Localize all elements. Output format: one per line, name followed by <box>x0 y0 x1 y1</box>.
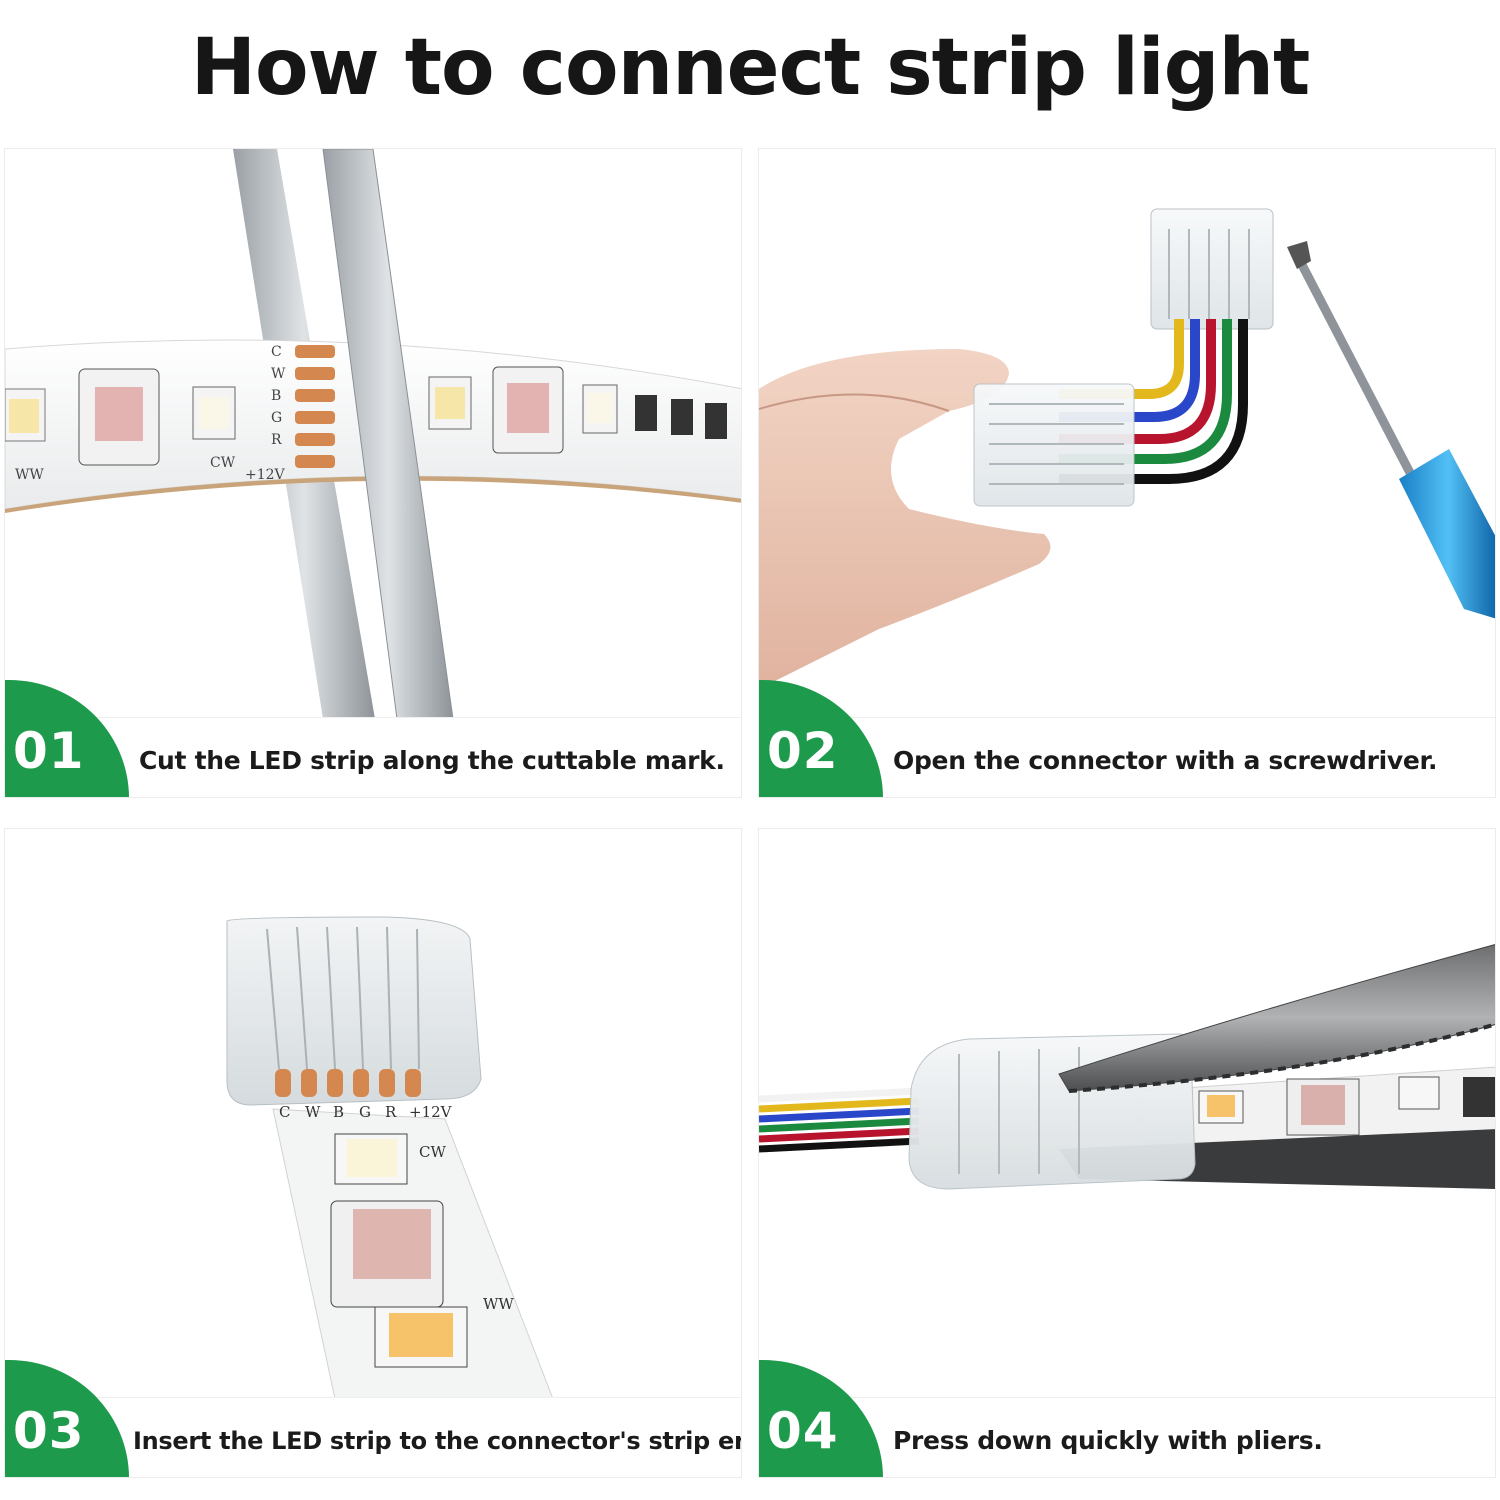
svg-text:G: G <box>271 410 282 426</box>
svg-text:B: B <box>333 1103 344 1121</box>
svg-text:B: B <box>271 388 281 404</box>
svg-text:CW: CW <box>210 455 236 471</box>
step-caption: Open the connector with a screwdriver. <box>893 746 1438 775</box>
scissors-cutting-strip-illustration: C W B G R +12V CW WW <box>5 149 741 719</box>
svg-text:+12V: +12V <box>245 467 286 483</box>
step-caption-bar: 01 Cut the LED strip along the cuttable … <box>5 680 741 797</box>
step-number: 01 <box>13 722 85 780</box>
step-caption-bar: 02 Open the connector with a screwdriver… <box>759 680 1495 797</box>
page-title: How to connect strip light <box>190 23 1311 113</box>
svg-text:G: G <box>359 1103 371 1121</box>
step-panel-04: 04 Press down quickly with pliers. <box>758 828 1496 1478</box>
step-badge: 02 <box>759 680 883 797</box>
screwdriver-shaft <box>1295 256 1425 497</box>
svg-text:WW: WW <box>483 1295 514 1313</box>
svg-text:W: W <box>271 366 286 382</box>
svg-text:C: C <box>279 1103 290 1121</box>
step-caption-bar: 04 Press down quickly with pliers. <box>759 1360 1495 1477</box>
svg-text:R: R <box>271 432 282 448</box>
svg-text:+12V: +12V <box>409 1103 453 1121</box>
screwdriver-and-connector-illustration <box>759 149 1495 719</box>
step-caption: Cut the LED strip along the cuttable mar… <box>139 746 725 775</box>
scissor-blade-front <box>322 149 454 719</box>
svg-text:R: R <box>385 1103 397 1121</box>
screwdriver-handle <box>1399 449 1495 619</box>
step-caption-bar: 03 Insert the LED strip to the connector… <box>5 1360 742 1477</box>
svg-text:CW: CW <box>419 1143 446 1161</box>
step-panel-02: 02 Open the connector with a screwdriver… <box>758 148 1496 798</box>
step-caption: Press down quickly with pliers. <box>893 1426 1323 1455</box>
step-caption: Insert the LED strip to the connector's … <box>133 1427 742 1455</box>
step-badge: 03 <box>5 1360 129 1477</box>
pad-label-c: C <box>271 344 282 360</box>
step-number: 02 <box>767 722 839 780</box>
svg-text:W: W <box>305 1103 321 1121</box>
step-number: 03 <box>13 1402 85 1460</box>
step-panel-01: C W B G R +12V CW WW 01 Cut the LED stri… <box>4 148 742 798</box>
hand <box>759 349 1051 689</box>
step-number: 04 <box>767 1402 839 1460</box>
pliers-pressing-connector-illustration <box>759 829 1495 1399</box>
svg-text:WW: WW <box>15 467 44 483</box>
